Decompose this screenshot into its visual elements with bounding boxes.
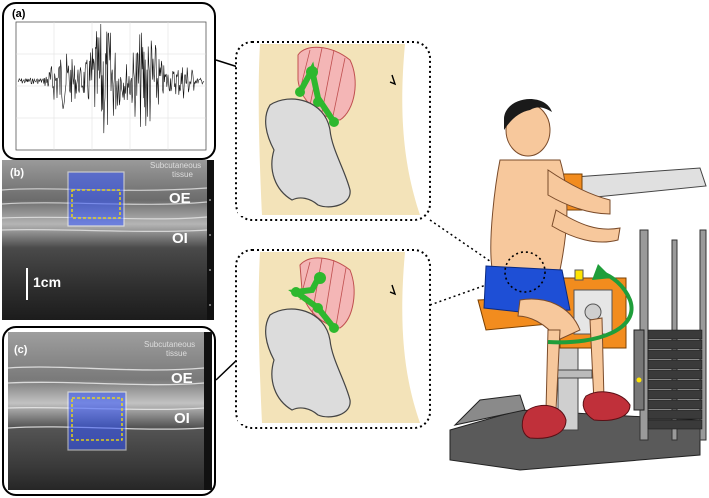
- oi-label-c: OI: [174, 410, 190, 427]
- connector-body: [429, 219, 501, 306]
- ultrasound-b-label: (b): [10, 167, 25, 179]
- subcutaneous-label-c: Subcutaneous: [144, 340, 196, 349]
- emg-waveform: [15, 21, 207, 151]
- tissue-label-c: tissue: [166, 349, 187, 358]
- tissue-label-b: tissue: [172, 170, 193, 179]
- oe-label-c: OE: [171, 370, 193, 387]
- rotation-arrow: [547, 270, 634, 345]
- connector-c: [215, 289, 311, 381]
- connector-a: [215, 59, 311, 91]
- scale-bar-label: 1cm: [33, 274, 62, 290]
- ultrasound-c-label: (c): [14, 344, 28, 356]
- rotary-torso-machine: [449, 99, 707, 471]
- subcutaneous-label-b: Subcutaneous: [150, 161, 202, 170]
- anatomy-hip-top: [235, 41, 431, 221]
- emg-panel-label: (a): [12, 8, 26, 20]
- ultrasound-panel-b: (b) Subcutaneous tissue OE OI 1cm: [2, 160, 214, 320]
- emg-panel: (a): [2, 2, 216, 160]
- ultrasound-image: [2, 160, 214, 320]
- anatomy-hip-bottom: [235, 249, 431, 429]
- ultrasound-image: [7, 332, 212, 490]
- ultrasound-panel-c: (c) Subcutaneous tissue OE OI: [2, 326, 216, 496]
- oi-label-b: OI: [172, 230, 188, 247]
- weight-stack: [647, 329, 703, 430]
- oe-label-b: OE: [169, 190, 191, 207]
